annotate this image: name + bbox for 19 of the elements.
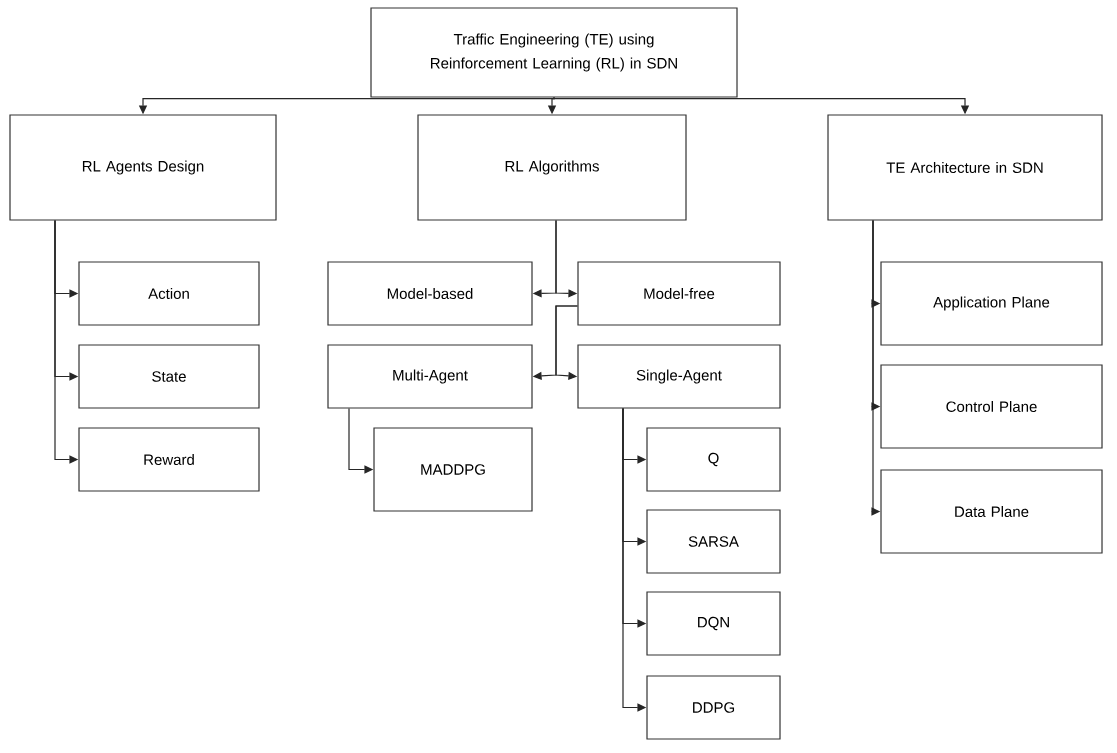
category-box: Reward [78,427,260,492]
category-box: DDPG [646,675,781,740]
category-box: State [78,344,260,409]
category-box: RL Algorithms [417,114,687,221]
category-box: Multi-Agent [327,344,533,409]
category-box: RL Agents Design [9,114,277,221]
category-box: Control Plane [880,364,1103,449]
category-box: Application Plane [880,261,1103,346]
title-box: Traffic Engineering (TE) using Reinforcement Learning (RL) in SDN [370,7,738,98]
category-box: SARSA [646,509,781,574]
category-box: Action [78,261,260,326]
category-box: Model-based [327,261,533,326]
category-box: DQN [646,591,781,656]
category-box: Model-free [577,261,781,326]
category-box: MADDPG [373,427,533,512]
category-box: Single-Agent [577,344,781,409]
category-box: Data Plane [880,469,1103,554]
category-box: Q [646,427,781,492]
category-box: TE Architecture in SDN [827,114,1103,221]
